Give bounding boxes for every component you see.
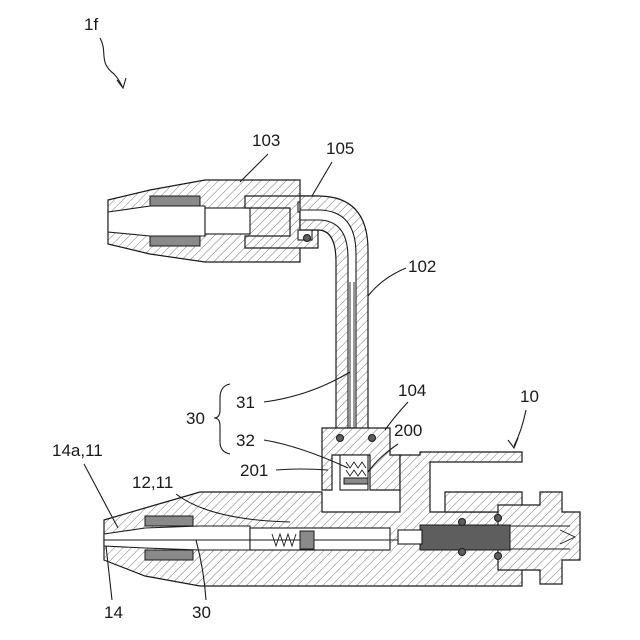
label-30-bottom: 30 — [192, 603, 211, 622]
connector-104 — [322, 428, 400, 490]
label-12-11: 12,11 — [132, 473, 173, 492]
upper-nozzle-103 — [108, 180, 300, 262]
label-201: 201 — [240, 461, 268, 480]
label-32: 32 — [236, 431, 255, 450]
label-10: 10 — [520, 387, 539, 406]
label-104: 104 — [398, 381, 426, 400]
label-102: 102 — [408, 257, 436, 276]
figure-id-label: 1f — [84, 15, 98, 34]
figure-id-arrow — [100, 38, 122, 86]
label-14: 14 — [104, 603, 123, 622]
label-105: 105 — [326, 139, 354, 158]
label-31: 31 — [236, 393, 255, 412]
label-200: 200 — [394, 421, 422, 440]
label-103: 103 — [252, 131, 280, 150]
label-14a-11: 14a,11 — [52, 441, 103, 460]
label-30-group: 30 — [186, 409, 205, 428]
